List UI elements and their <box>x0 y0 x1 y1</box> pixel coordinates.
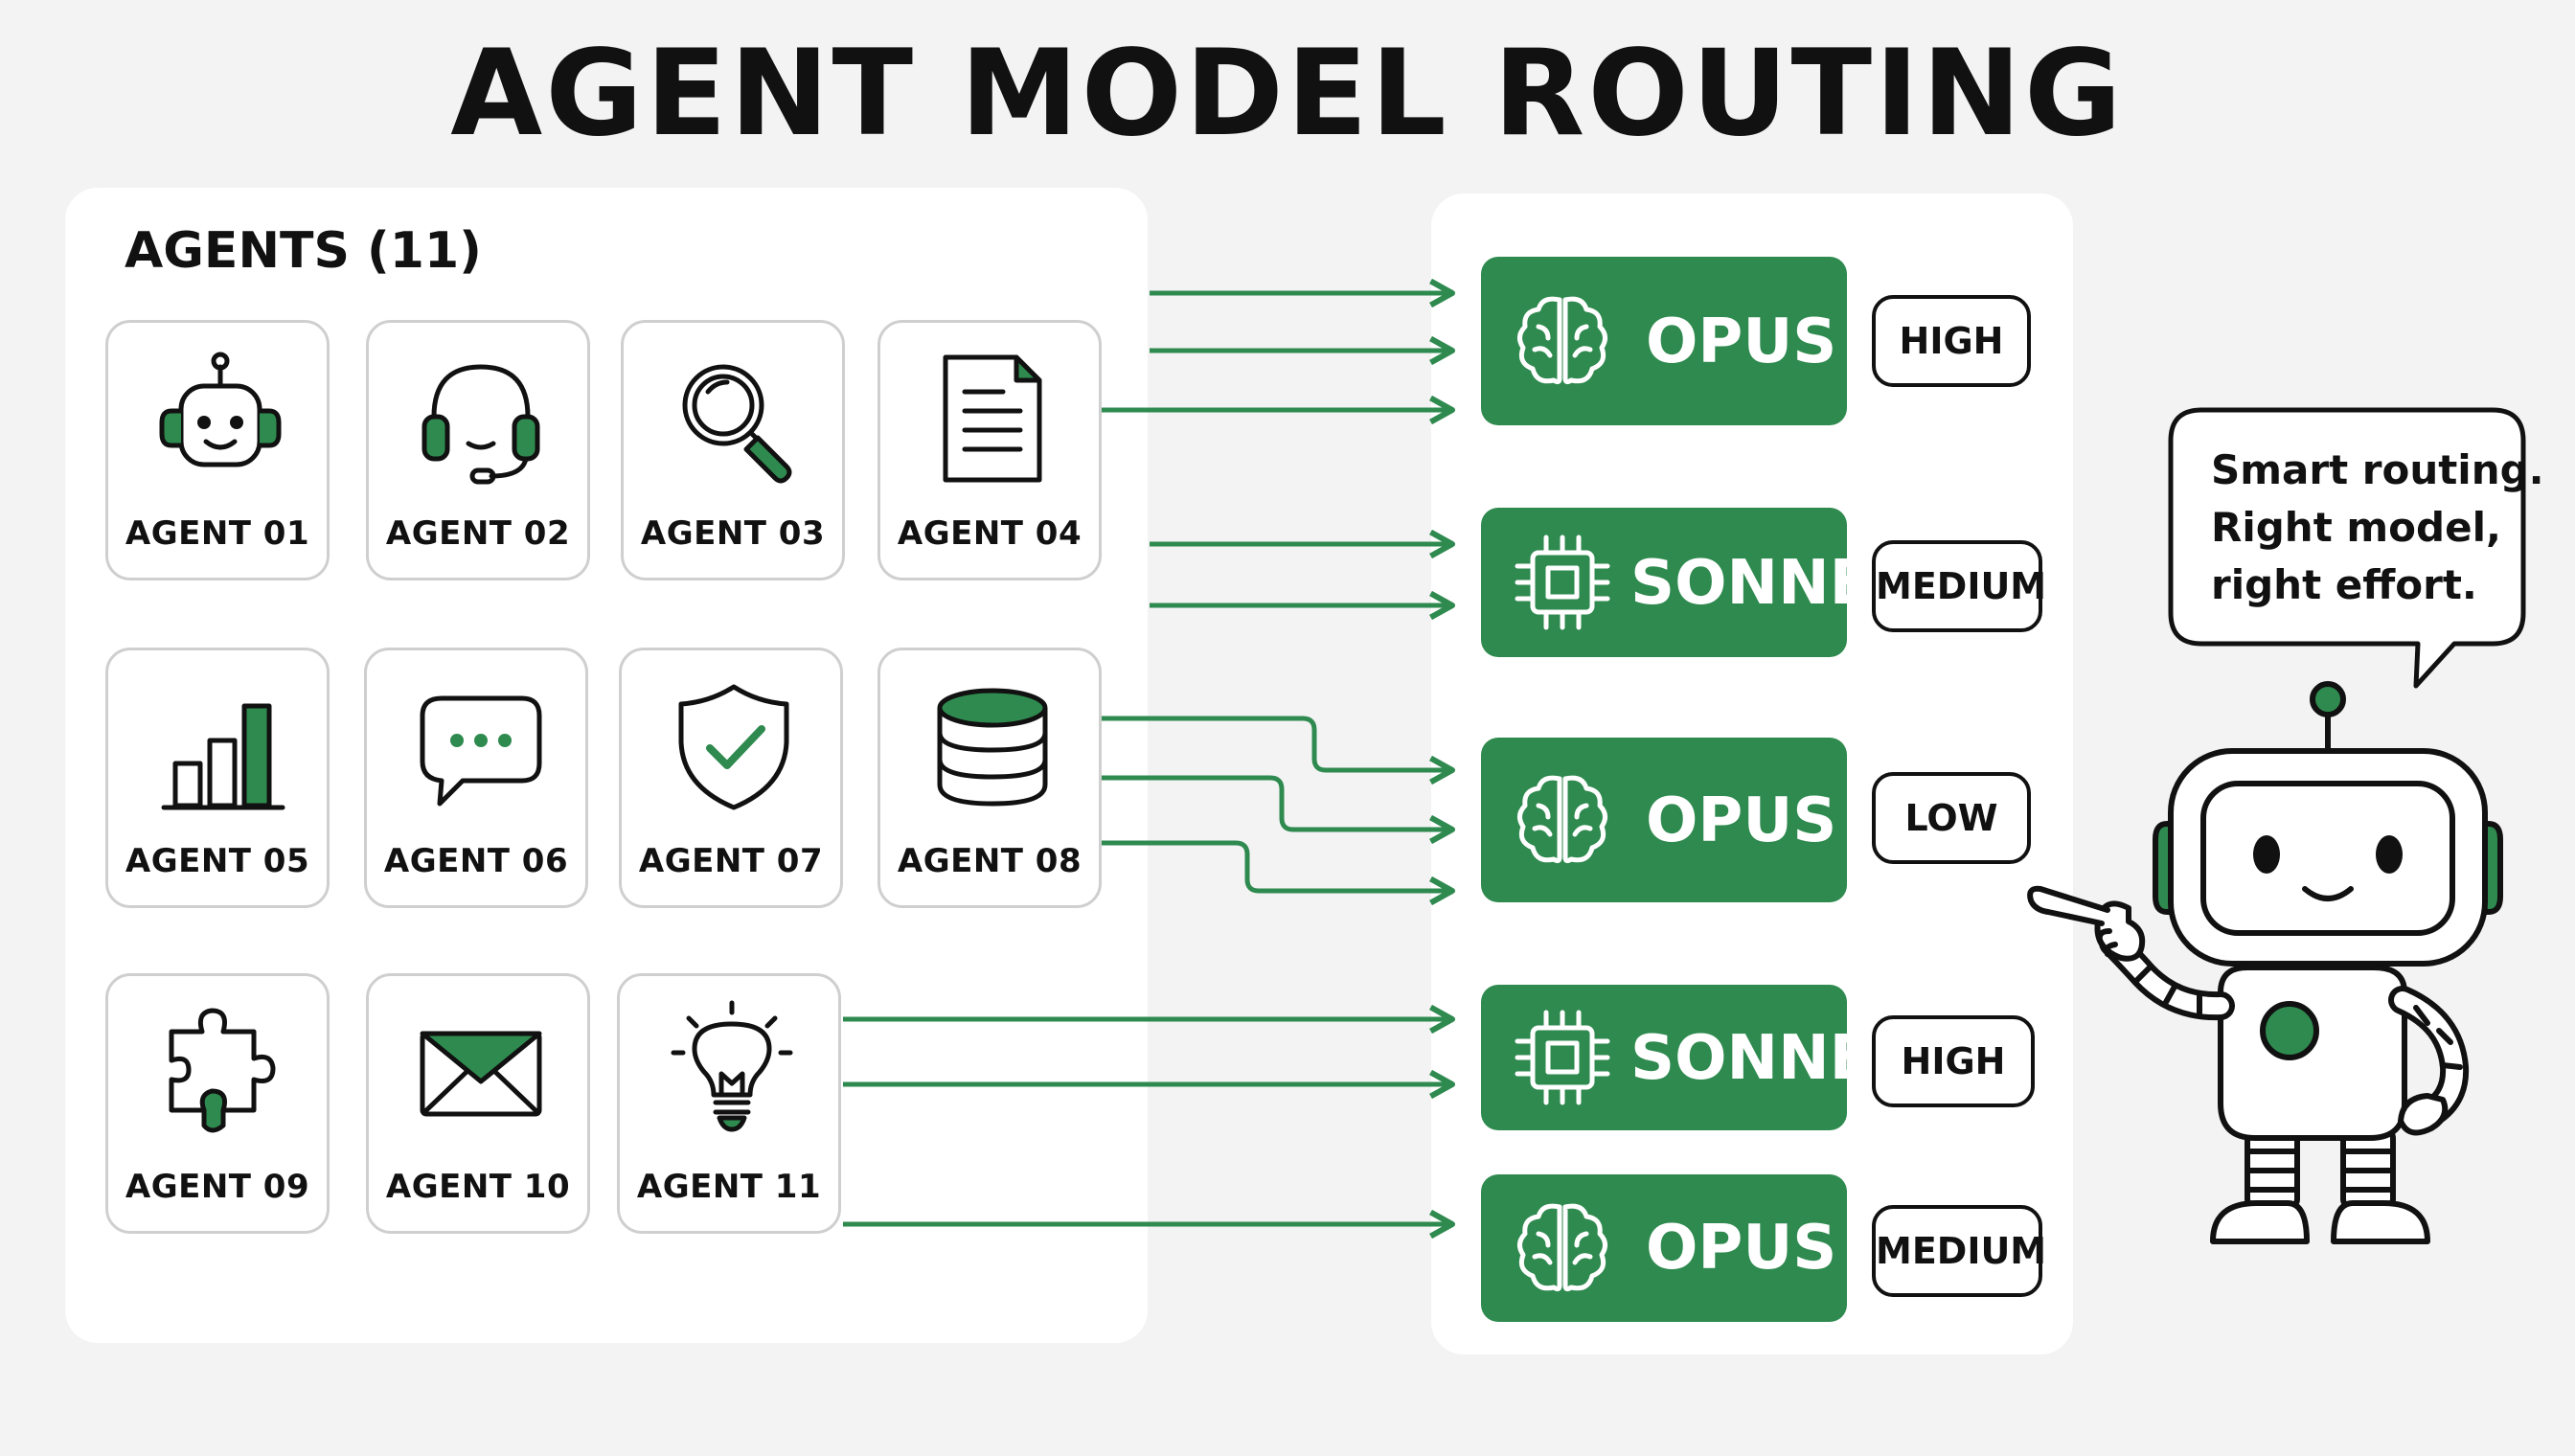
effort-badge: MEDIUM <box>1872 540 2046 632</box>
agent-card-11[interactable]: AGENT 11 <box>617 973 841 1234</box>
robot-mascot <box>2027 681 2503 1244</box>
headset-icon <box>422 364 540 485</box>
puzzle-icon <box>169 1008 276 1133</box>
robot-face-icon <box>159 352 282 467</box>
agent-label: AGENT 09 <box>125 1168 310 1206</box>
magnifier-icon <box>682 364 792 484</box>
model-box-sonnet[interactable]: SONNET <box>1481 508 1913 657</box>
speech-bubble-line: right effort. <box>2211 561 2477 608</box>
agent-card-08[interactable]: AGENT 08 <box>877 648 1102 908</box>
model-box-opus[interactable]: OPUS <box>1481 257 1847 425</box>
agent-label: AGENT 01 <box>125 514 310 553</box>
agent-label: AGENT 02 <box>385 514 571 553</box>
agent-card-05[interactable]: AGENT 05 <box>105 648 330 908</box>
agent-card-07[interactable]: AGENT 07 <box>619 648 843 908</box>
speech-bubble-line: Smart routing. <box>2211 446 2544 493</box>
model-box-opus[interactable]: OPUS <box>1481 738 1847 902</box>
chat-bubble-icon <box>420 695 542 807</box>
bar-chart-icon <box>161 703 285 810</box>
effort-badge: HIGH <box>1872 1015 2035 1107</box>
connector-arrow <box>1098 840 1452 891</box>
effort-badge: HIGH <box>1872 295 2031 387</box>
document-icon <box>943 354 1042 483</box>
agent-label: AGENT 05 <box>125 842 310 880</box>
agent-card-06[interactable]: AGENT 06 <box>364 648 588 908</box>
effort-badge: MEDIUM <box>1872 1205 2046 1297</box>
model-box-opus[interactable]: OPUS <box>1481 1174 1847 1322</box>
agent-label: AGENT 03 <box>640 514 826 553</box>
page-title: AGENT MODEL ROUTING <box>450 25 2125 163</box>
agent-card-09[interactable]: AGENT 09 <box>105 973 330 1234</box>
agent-card-01[interactable]: AGENT 01 <box>105 320 330 580</box>
speech-bubble-line: Right model, <box>2211 504 2501 551</box>
shield-check-icon <box>678 684 789 810</box>
model-name: OPUS <box>1646 307 1837 377</box>
agent-card-02[interactable]: AGENT 02 <box>366 320 590 580</box>
effort-badge: LOW <box>1872 772 2031 864</box>
chip-icon <box>1515 1010 1610 1105</box>
lightbulb-icon <box>671 1000 793 1132</box>
model-name: OPUS <box>1646 1213 1837 1284</box>
database-icon <box>937 688 1048 807</box>
envelope-icon <box>420 1031 542 1117</box>
agent-label: AGENT 10 <box>385 1168 571 1206</box>
agent-label: AGENT 08 <box>897 842 1082 880</box>
agent-card-10[interactable]: AGENT 10 <box>366 973 590 1234</box>
brain-icon <box>1517 775 1607 864</box>
speech-bubble <box>2168 407 2526 689</box>
agent-label: AGENT 11 <box>636 1168 822 1206</box>
model-box-sonnet[interactable]: SONNET <box>1481 985 1913 1130</box>
connector-arrow <box>1098 716 1452 770</box>
model-name: SONNET <box>1630 1023 1913 1094</box>
agent-label: AGENT 04 <box>897 514 1082 553</box>
agent-label: AGENT 07 <box>638 842 824 880</box>
chip-icon <box>1515 535 1610 630</box>
connector-arrow <box>1098 775 1452 830</box>
brain-icon <box>1517 1203 1607 1292</box>
agents-heading: AGENTS (11) <box>125 222 482 280</box>
agent-card-03[interactable]: AGENT 03 <box>621 320 845 580</box>
agent-card-04[interactable]: AGENT 04 <box>877 320 1102 580</box>
brain-icon <box>1517 296 1607 385</box>
agent-label: AGENT 06 <box>383 842 569 880</box>
model-name: OPUS <box>1646 785 1837 856</box>
model-name: SONNET <box>1630 548 1913 619</box>
